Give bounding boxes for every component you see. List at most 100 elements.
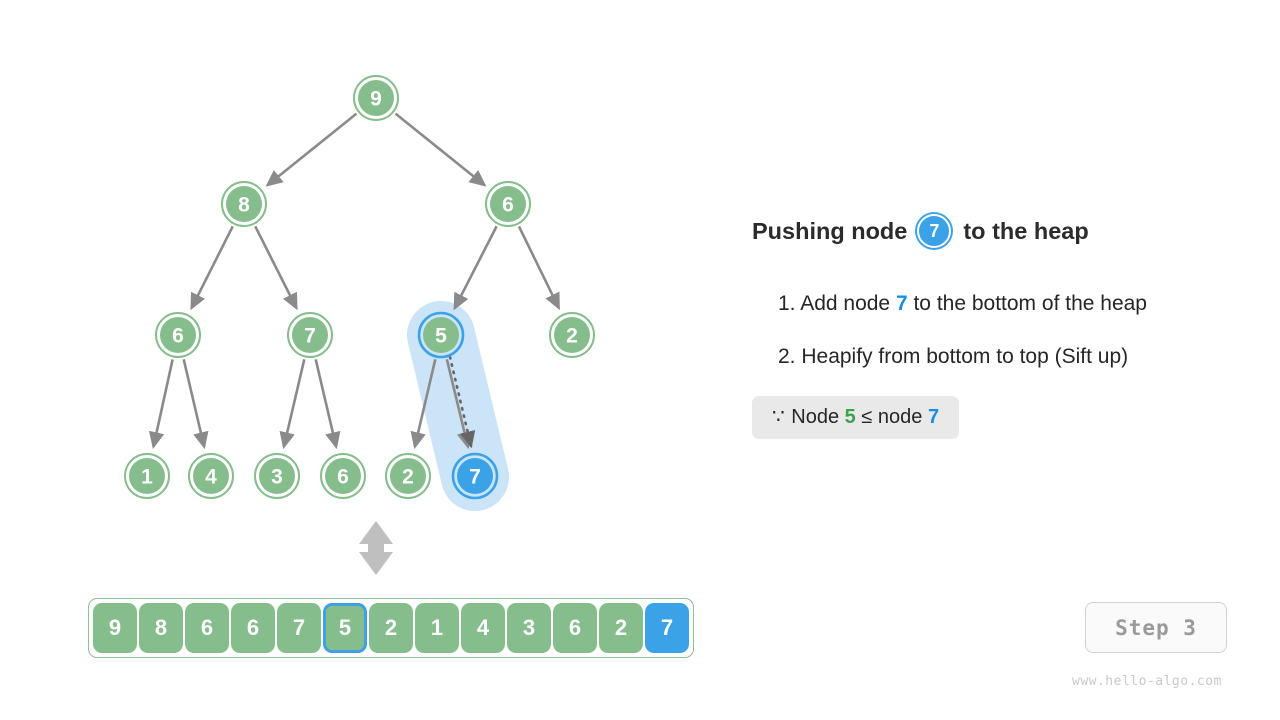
- node-value: 4: [205, 466, 217, 489]
- node-fill: [259, 458, 295, 494]
- tree-node[interactable]: 3: [254, 453, 300, 499]
- tree-node[interactable]: 6: [320, 453, 366, 499]
- node-value: 6: [502, 194, 514, 217]
- node-fill: [358, 80, 394, 116]
- tree-edge: [517, 225, 560, 311]
- node-value: 8: [238, 194, 250, 217]
- title-prefix: Pushing node: [752, 217, 908, 244]
- step-line-2: 2. Heapify from bottom to top (Sift up): [778, 345, 1128, 369]
- node-fill: [226, 186, 262, 222]
- node-fill: [160, 317, 196, 353]
- array-cell[interactable]: 7: [277, 603, 321, 653]
- watermark: www.hello-algo.com: [1072, 674, 1222, 689]
- step-text: 2. Heapify from bottom to top (Sift up): [778, 345, 1129, 368]
- node-value: 5: [435, 325, 447, 348]
- array-cell[interactable]: 4: [461, 603, 505, 653]
- hint-box: ∵ Node 5 ≤ node 7: [752, 396, 960, 439]
- tree-edge: [148, 359, 174, 449]
- node-outer-ring: [320, 453, 366, 499]
- tree-edge: [254, 225, 298, 311]
- array-cell[interactable]: 6: [231, 603, 275, 653]
- node-value: 7: [304, 325, 316, 348]
- node-outer-ring: [385, 453, 431, 499]
- because-symbol: ∵: [772, 406, 786, 428]
- node-outer-ring: [417, 311, 465, 359]
- node-fill: [390, 458, 426, 494]
- tree-node[interactable]: 8: [221, 181, 267, 227]
- tree-node[interactable]: 6: [155, 312, 201, 358]
- array-cell[interactable]: 2: [599, 603, 643, 653]
- node-value: 7: [469, 466, 481, 489]
- node-fill: [490, 186, 526, 222]
- tree-node[interactable]: 7: [451, 452, 499, 500]
- tree-node[interactable]: 4: [188, 453, 234, 499]
- node-value: 3: [271, 466, 283, 489]
- node-value: 6: [172, 325, 184, 348]
- step-highlight-value: 7: [895, 292, 908, 315]
- tree-node[interactable]: 1: [124, 453, 170, 499]
- tree-node[interactable]: 9: [353, 75, 399, 121]
- tree-edge: [314, 359, 341, 450]
- step-text: 1. Add node: [778, 292, 896, 315]
- node-value: 2: [566, 325, 578, 348]
- node-fill: [423, 317, 459, 353]
- tree-node[interactable]: 7: [287, 312, 333, 358]
- node-outer-ring: [155, 312, 201, 358]
- title-node-badge: 7: [917, 214, 952, 248]
- tree-svg: 9 8 6 6 7 5 2 1 4 3 6 2 7: [124, 75, 595, 575]
- hint-mid: ≤ node: [855, 406, 928, 428]
- node-fill: [193, 458, 229, 494]
- tree-edge: [265, 112, 358, 187]
- node-value: 1: [141, 466, 153, 489]
- array-cell[interactable]: 8: [139, 603, 183, 653]
- array-cell[interactable]: 1: [415, 603, 459, 653]
- array-cell[interactable]: 7: [645, 603, 689, 653]
- hint-green-value: 5: [844, 406, 856, 428]
- node-outer-ring: [485, 181, 531, 227]
- tree-node[interactable]: 5: [417, 311, 465, 359]
- tree-nodes: 9 8 6 6 7 5 2 1 4 3 6 2 7: [124, 75, 595, 500]
- array-cell[interactable]: 9: [93, 603, 137, 653]
- tree-edge: [453, 225, 498, 311]
- array-cell[interactable]: 6: [553, 603, 597, 653]
- tree-edge: [410, 359, 437, 450]
- hint-blue-value: 7: [927, 406, 940, 428]
- node-outer-ring: [451, 452, 499, 500]
- node-outer-ring: [124, 453, 170, 499]
- status-badge: Step 3: [1085, 602, 1227, 653]
- explanation-panel: Pushing node 7 to the heap 1. Add node 7…: [752, 0, 1252, 720]
- node-outer-ring: [254, 453, 300, 499]
- node-outer-ring: [188, 453, 234, 499]
- page-title: Pushing node 7 to the heap: [752, 214, 1089, 248]
- array-cell[interactable]: 2: [369, 603, 413, 653]
- hint-pre: Node: [785, 406, 845, 428]
- node-fill: [292, 317, 328, 353]
- step-text-suffix: to the bottom of the heap: [907, 292, 1147, 315]
- tree-edge: [394, 112, 487, 187]
- node-value: 2: [402, 466, 414, 489]
- node-outer-ring: [353, 75, 399, 121]
- double-headed-vertical-arrow: [359, 521, 393, 575]
- node-fill: [554, 317, 590, 353]
- array-cell[interactable]: 6: [185, 603, 229, 653]
- tree-node[interactable]: 2: [549, 312, 595, 358]
- node-value: 9: [370, 88, 382, 111]
- node-outer-ring: [287, 312, 333, 358]
- tree-edges: [148, 112, 560, 450]
- array-cell[interactable]: 3: [507, 603, 551, 653]
- array-cell[interactable]: 5: [323, 603, 367, 653]
- node-outer-ring: [221, 181, 267, 227]
- node-value: 6: [337, 466, 349, 489]
- tree-edge: [182, 359, 209, 450]
- tree-node[interactable]: 6: [485, 181, 531, 227]
- node-fill: [325, 458, 361, 494]
- node-outer-ring: [549, 312, 595, 358]
- tree-edge: [190, 225, 234, 311]
- tree-node[interactable]: 2: [385, 453, 431, 499]
- title-suffix: to the heap: [963, 217, 1089, 244]
- tree-edge: [279, 359, 306, 450]
- node-fill: [457, 458, 493, 494]
